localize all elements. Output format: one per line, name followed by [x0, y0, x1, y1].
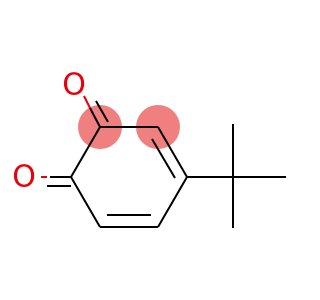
bond-c1-o1: [89, 107, 101, 128]
bond-c3-c4-double: [151, 138, 176, 179]
bond-c3-c4: [157, 126, 188, 178]
bond-c4-c5: [157, 176, 188, 228]
bond-c2-c1: [70, 126, 101, 178]
bond-c1-o1-double: [95, 100, 109, 123]
molecule-diagram: O O: [12, 68, 286, 228]
atom-label-oxygen-top: O: [62, 68, 86, 103]
atom-label-oxygen-left: O: [12, 160, 36, 195]
bond-c1-o1-o-segment: [83, 95, 91, 109]
bond-c6-c2: [70, 176, 101, 228]
